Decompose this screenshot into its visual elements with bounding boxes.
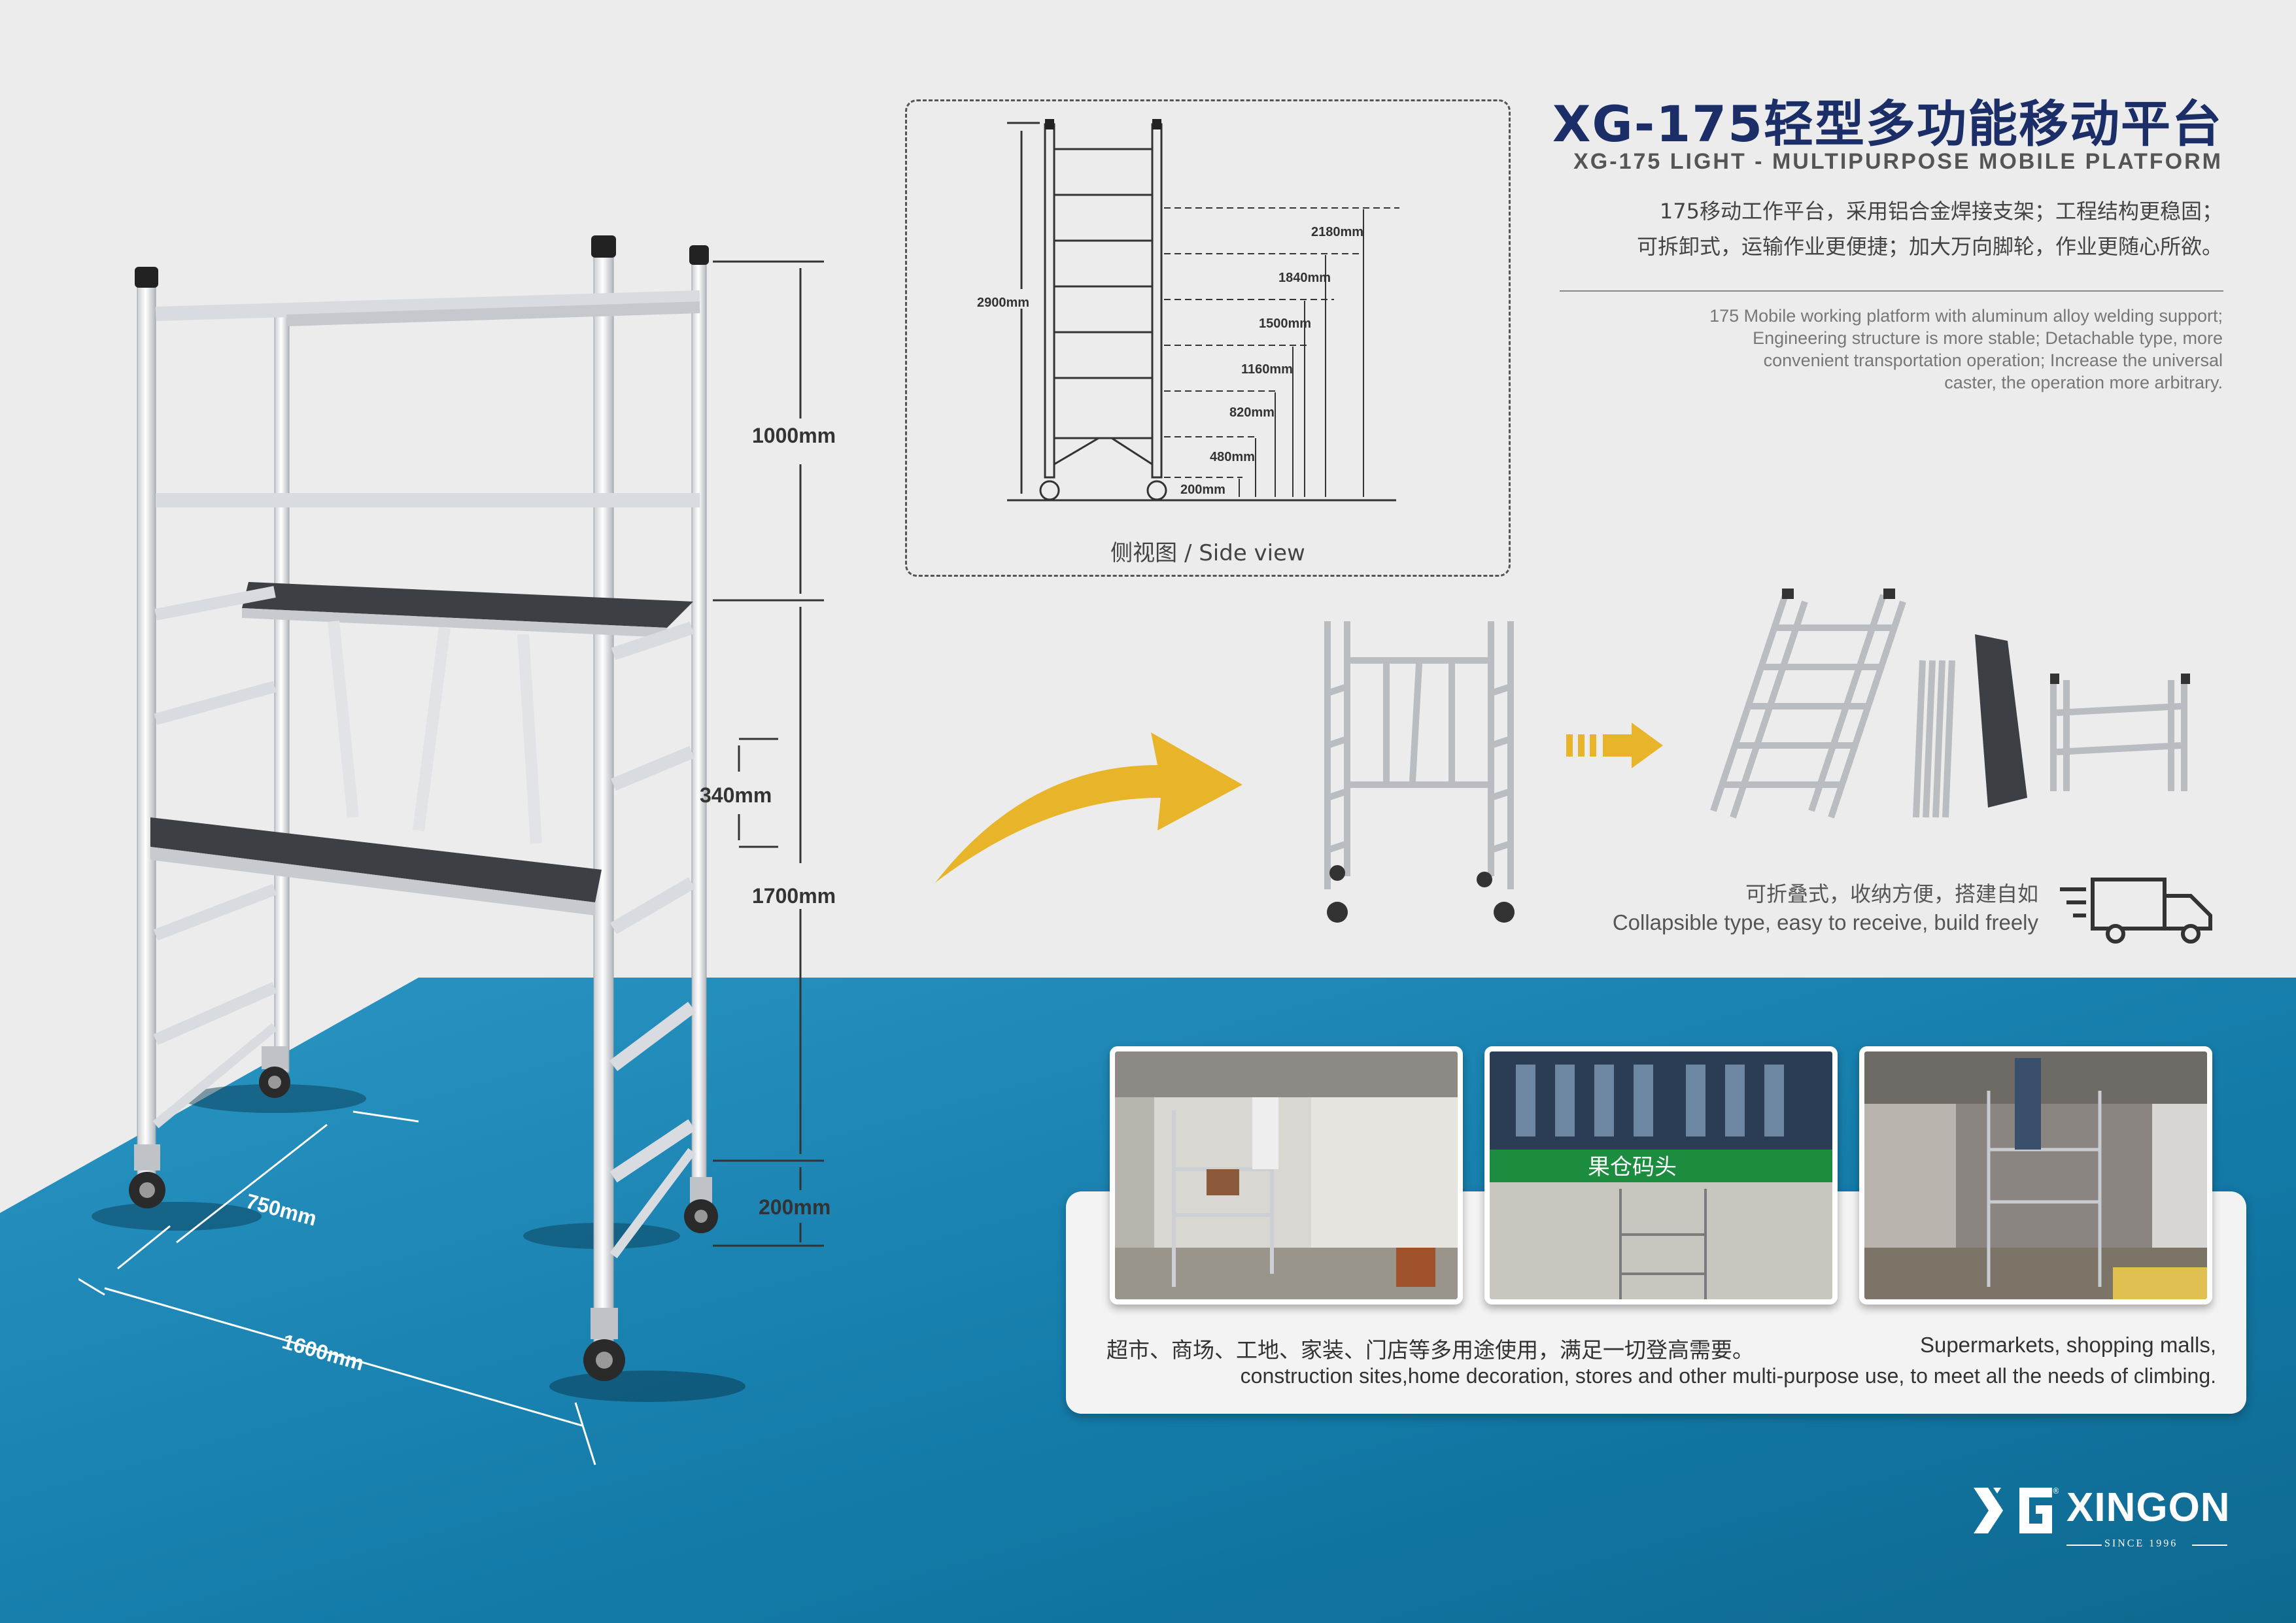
dim-middle-section: 340mm (700, 783, 772, 807)
side-view-panel (905, 99, 1511, 577)
dim-top-section: 1000mm (752, 424, 836, 447)
product-title-zh: XG-175轻型多功能移动平台 (1552, 95, 2223, 153)
side-total-height: 2900mm (977, 296, 1030, 310)
caster (129, 1046, 718, 1381)
side-level: 200mm (1180, 483, 1225, 497)
description-en-line: convenient transportation operation; Inc… (1763, 350, 2223, 370)
brand-rule-right (2192, 1545, 2227, 1546)
description-zh-line: 175移动工作平台，采用铝合金焊接支架；工程结构更稳固； (1659, 199, 2223, 224)
dim-wheel-height: 200mm (759, 1195, 831, 1219)
side-view-caption: 侧视图 / Side view (1110, 540, 1305, 566)
dashed-arrow-icon (1566, 723, 1663, 768)
delivery-truck-icon (2060, 878, 2212, 944)
description-en: 175 Mobile working platform with aluminu… (1562, 305, 2223, 394)
side-level: 1840mm (1278, 271, 1331, 285)
fold-text-zh: 可折叠式，收纳方便，搭建自如 (1745, 881, 2038, 906)
fold-text-en: Collapsible type, easy to receive, build… (1612, 910, 2038, 934)
xingon-logo-icon: ® (1974, 1486, 2059, 1533)
usage-photo-construction (1859, 1046, 2212, 1305)
side-view-drawing (1007, 119, 1399, 502)
usage-text-zh: 超市、商场、工地、家装、门店等多用途使用，满足一切登高需要。 (1106, 1337, 1754, 1363)
side-level: 1160mm (1241, 362, 1293, 377)
description-en-line: Engineering structure is more stable; De… (1753, 328, 2223, 348)
side-level: 2180mm (1311, 225, 1364, 239)
dim-lower-section: 1700mm (752, 884, 836, 908)
svg-text:®: ® (2052, 1486, 2059, 1495)
divider (1560, 290, 2223, 292)
scaffold-illustration (78, 235, 824, 1465)
disassembled-parts-illustration (1710, 589, 2190, 819)
description-zh-line: 可拆卸式，运输作业更便捷；加大万向脚轮，作业更随心所欲。 (1636, 234, 2223, 259)
brand-since: SINCE 1996 (2104, 1538, 2178, 1549)
folded-frame-illustration (1324, 621, 1515, 923)
side-level: 820mm (1229, 405, 1275, 420)
product-title-en: XG-175 LIGHT - MULTIPURPOSE MOBILE PLATF… (1573, 149, 2223, 174)
storefront-sign: 果仓码头 (1588, 1154, 1677, 1180)
usage-text-en-line1: Supermarkets, shopping malls, (1919, 1333, 2216, 1357)
usage-text-en-line2: construction sites,home decoration, stor… (1240, 1364, 2216, 1388)
description-zh: 175移动工作平台，采用铝合金焊接支架；工程结构更稳固； 可拆卸式，运输作业更便… (1503, 194, 2223, 264)
side-level: 480mm (1210, 450, 1255, 464)
brand-name: XINGON (2066, 1485, 2231, 1530)
description-en-line: caster, the operation more arbitrary. (1944, 373, 2223, 392)
usage-photo-interior (1110, 1046, 1463, 1305)
brand-rule-left (2066, 1545, 2102, 1546)
curved-arrow-icon (935, 732, 1242, 883)
side-level: 1500mm (1259, 316, 1312, 331)
usage-photo-storefront: 果仓码头 (1484, 1046, 1838, 1305)
description-en-line: 175 Mobile working platform with aluminu… (1709, 306, 2223, 326)
